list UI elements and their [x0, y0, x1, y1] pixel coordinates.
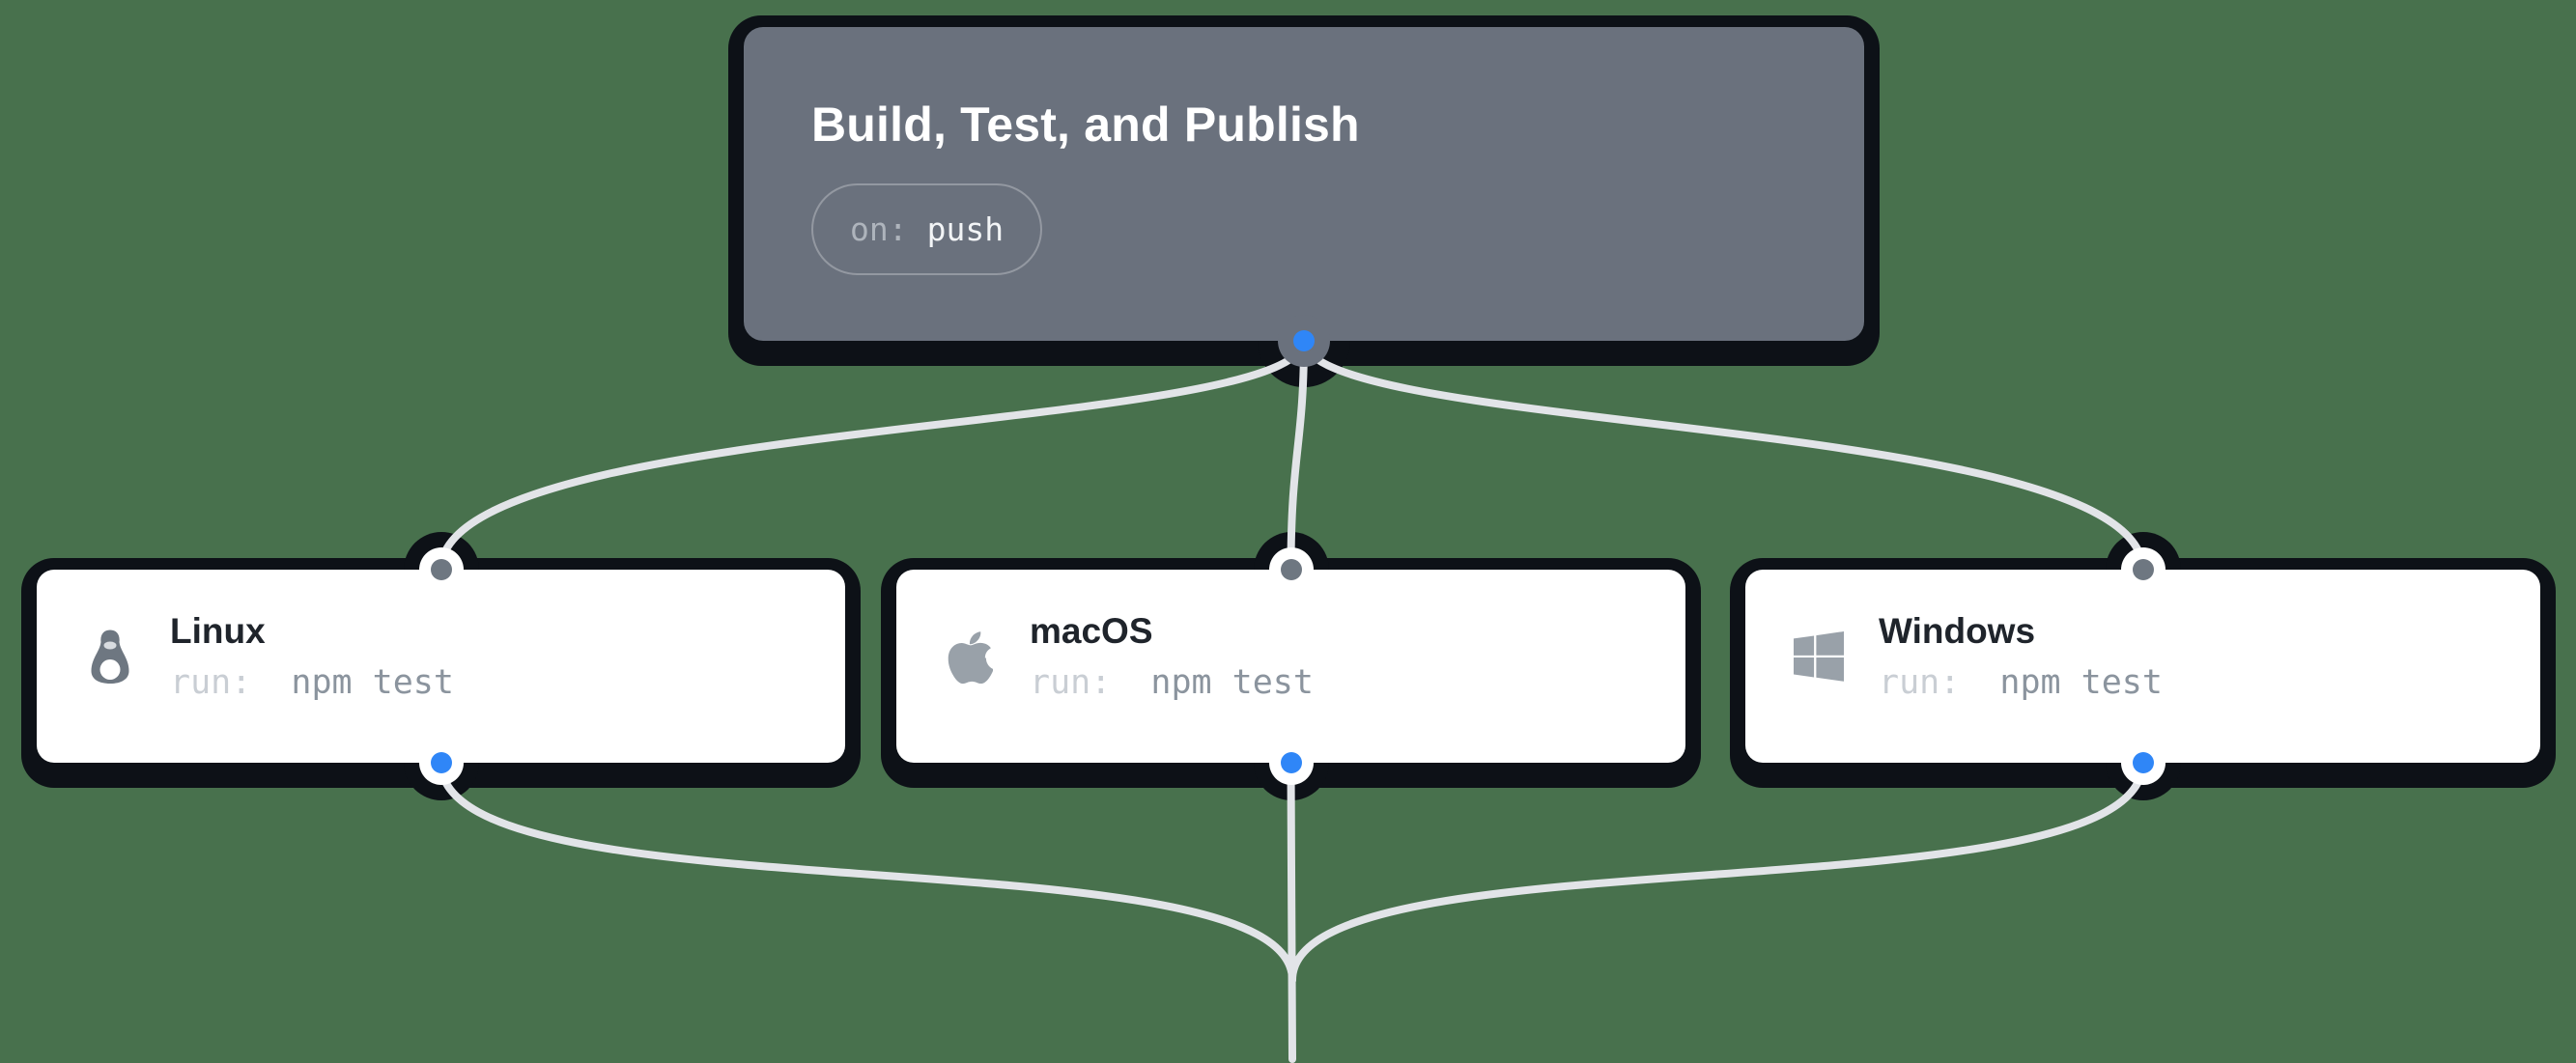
output-port-dot — [2132, 752, 2154, 773]
run-value: npm test — [1150, 663, 1314, 702]
input-port-dot — [1280, 559, 1302, 580]
edge-macos-down — [1287, 759, 1296, 1063]
trigger-node[interactable]: Build, Test, and Publish on: push — [728, 15, 1880, 387]
job-node-windows[interactable]: Windows run: npm test — [1730, 532, 2556, 800]
apple-icon — [943, 627, 997, 686]
job-node-linux[interactable]: Linux run: npm test — [21, 532, 861, 800]
windows-icon — [1792, 631, 1846, 682]
job-run-command: run: npm test — [170, 663, 454, 702]
job-title: macOS — [1030, 611, 1153, 651]
job-card: Windows run: npm test — [1745, 570, 2540, 763]
job-title: Linux — [170, 611, 266, 651]
job-card: Linux run: npm test — [37, 570, 845, 763]
edge-trigger-to-linux — [437, 336, 1308, 573]
job-run-command: run: npm test — [1879, 663, 2163, 702]
edge-trigger-to-macos — [1287, 336, 1308, 573]
trigger-title: Build, Test, and Publish — [811, 98, 1360, 152]
run-key: run: — [170, 663, 252, 702]
linux-tux-icon — [83, 628, 137, 685]
job-node-macos[interactable]: macOS run: npm test — [881, 532, 1701, 800]
output-port-dot — [1293, 330, 1315, 351]
edge-windows-down — [1288, 759, 2147, 984]
run-key: run: — [1030, 663, 1112, 702]
badge-key: on: — [850, 210, 908, 248]
edge-linux-down — [437, 759, 1296, 984]
run-value: npm test — [291, 663, 454, 702]
trigger-card: Build, Test, and Publish on: push — [744, 27, 1864, 341]
input-port-dot — [430, 559, 452, 580]
output-port-dot — [1280, 752, 1302, 773]
output-port-dot — [430, 752, 452, 773]
job-card: macOS run: npm test — [896, 570, 1685, 763]
trigger-event-badge: on: push — [811, 183, 1043, 275]
badge-value: push — [926, 210, 1005, 248]
run-value: npm test — [1999, 663, 2163, 702]
run-key: run: — [1879, 663, 1961, 702]
edge-trigger-to-windows — [1300, 336, 2147, 573]
job-title: Windows — [1879, 611, 2036, 651]
input-port-dot — [2132, 559, 2154, 580]
job-run-command: run: npm test — [1030, 663, 1314, 702]
